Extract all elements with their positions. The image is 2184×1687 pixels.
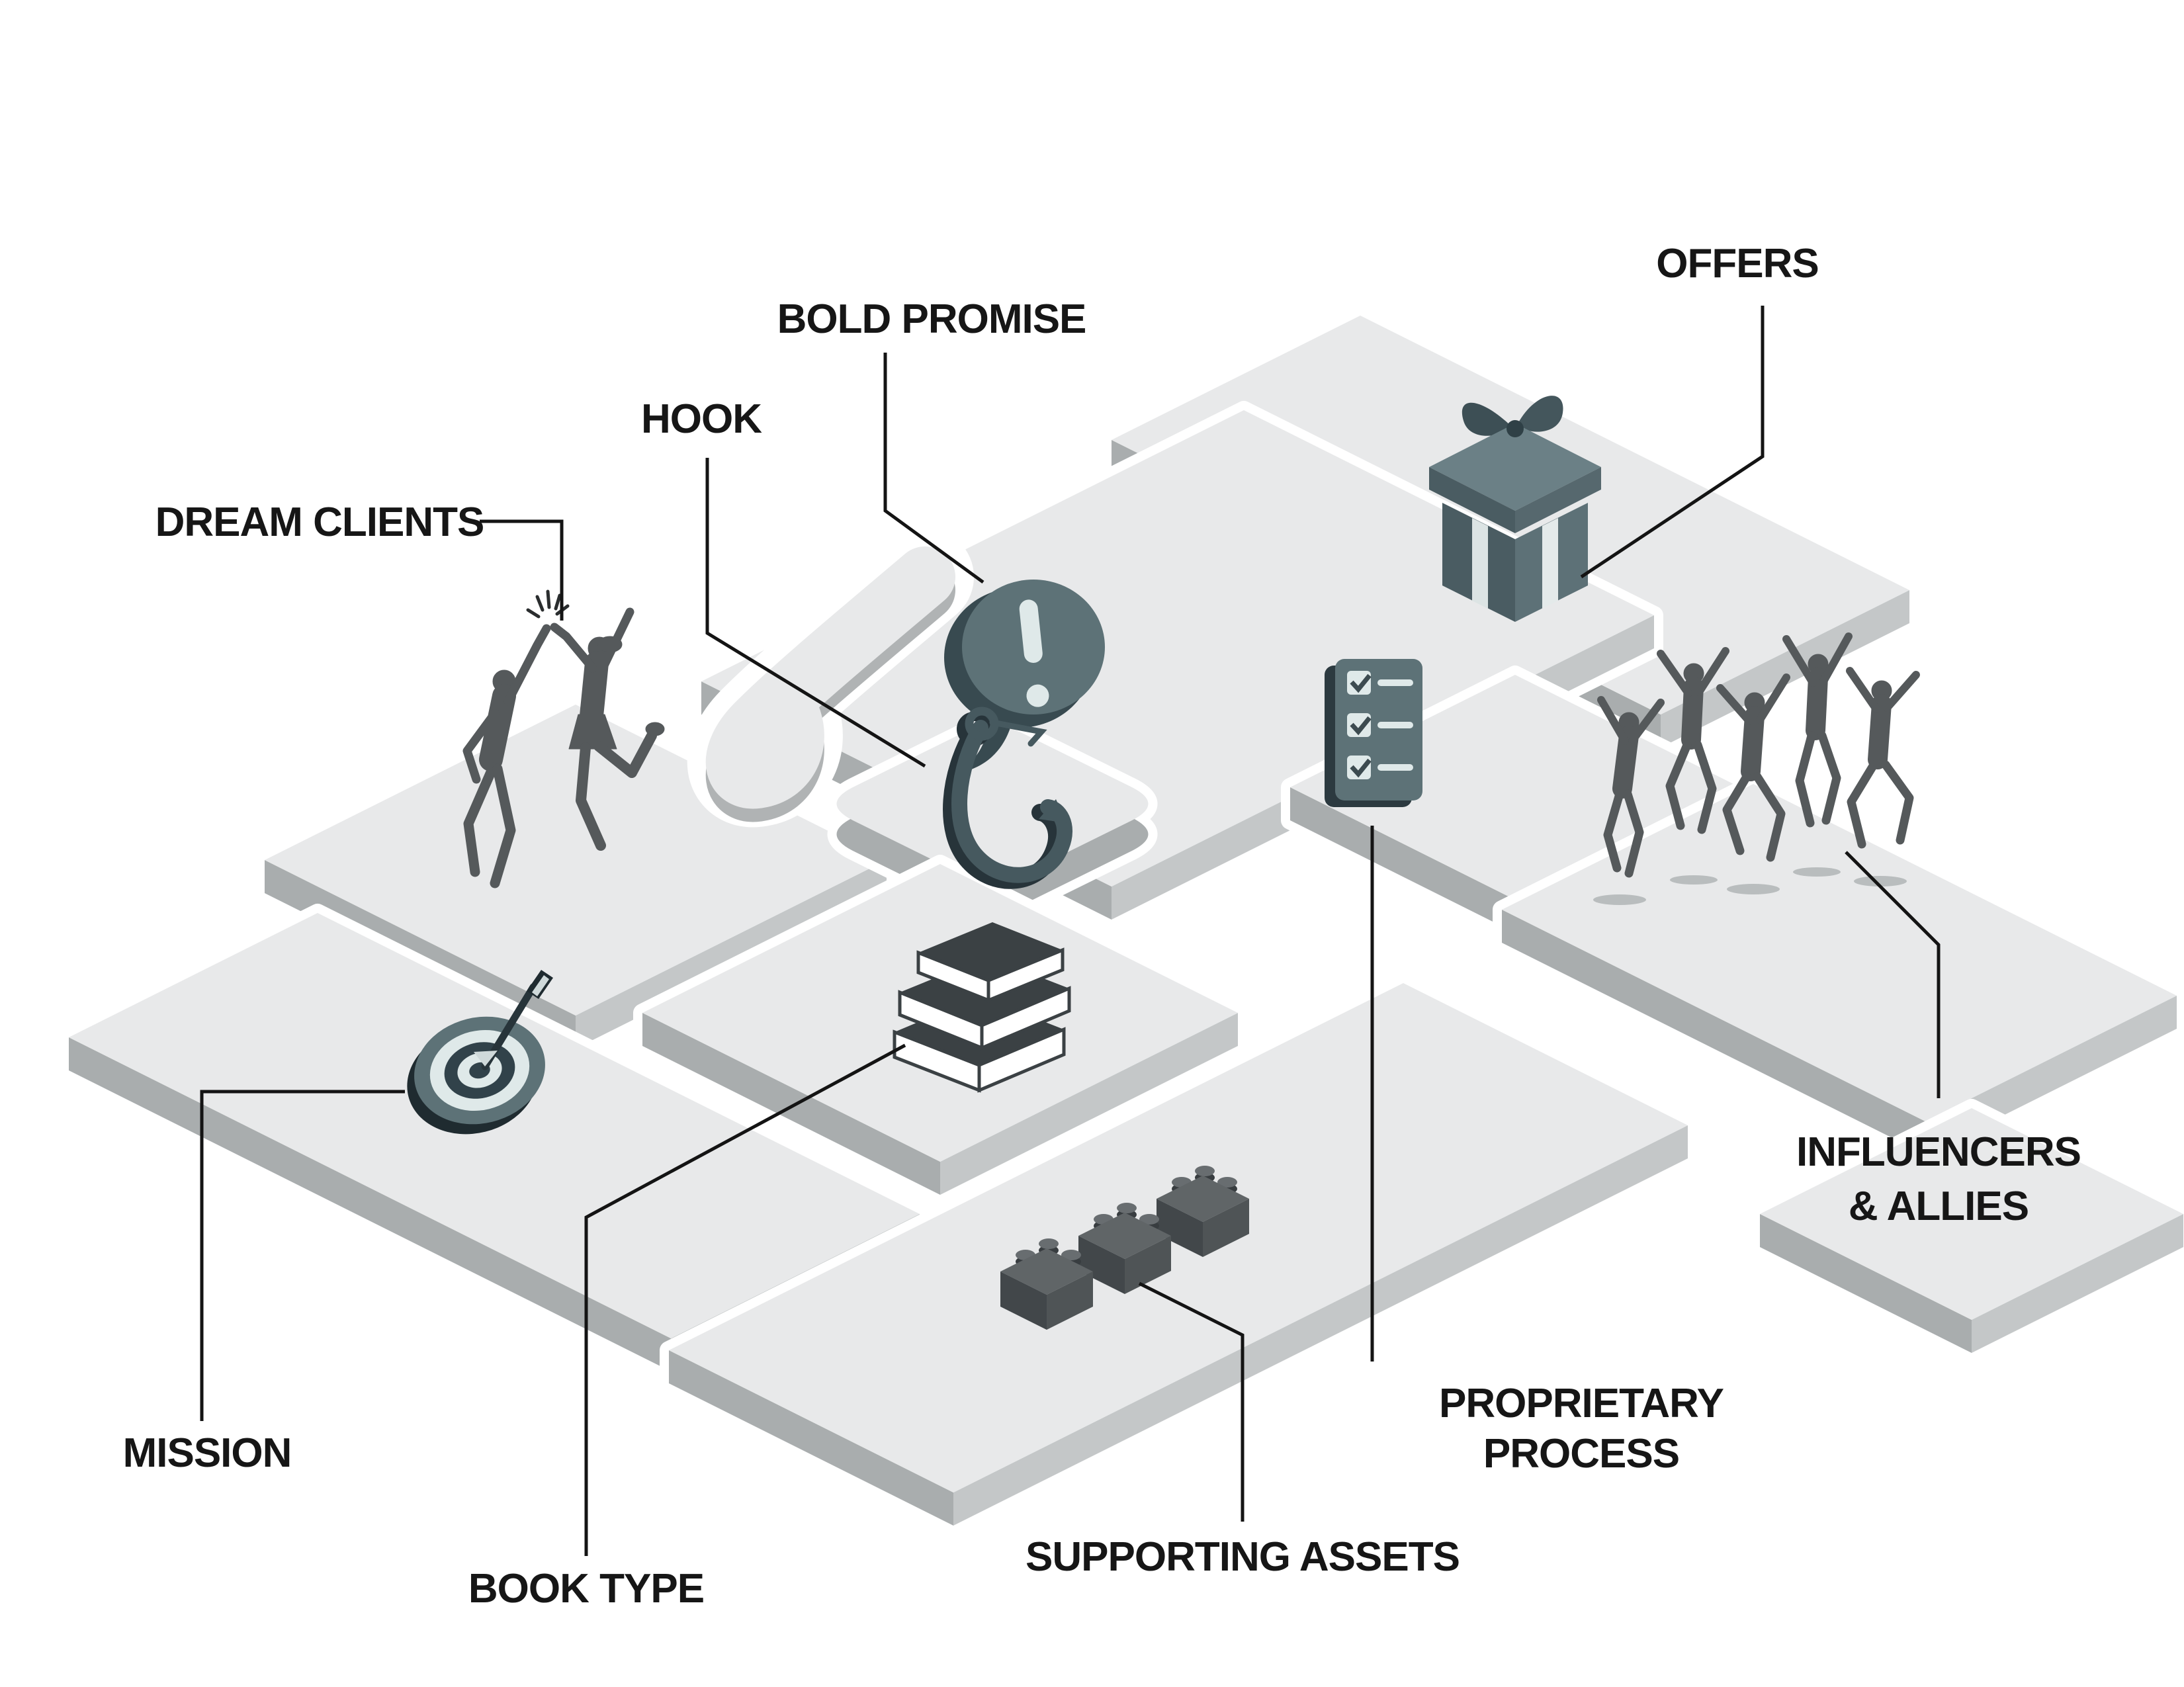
leader-supporting-assets: [1138, 1281, 1245, 1522]
label-influencers-line1: INFLUENCERS: [1796, 1129, 2081, 1175]
label-hook: HOOK: [641, 396, 762, 442]
label-proprietary-line1: PROPRIETARY: [1439, 1381, 1724, 1426]
hook-channel: [687, 528, 974, 828]
leader-mission: [200, 1090, 405, 1421]
labels: BOLD PROMISE OFFERS HOOK DREAM CLIENTS M…: [123, 241, 2081, 1612]
label-mission: MISSION: [123, 1430, 292, 1476]
label-influencers-line2: & ALLIES: [1849, 1184, 2029, 1229]
leader-dream-clients: [480, 519, 564, 621]
gift-box-icon: [1429, 396, 1601, 622]
fish-hook-icon: [943, 707, 1072, 889]
leader-hook: [705, 458, 926, 768]
checklist-icon: [1325, 659, 1422, 807]
crowd-figure: [1597, 696, 1665, 878]
jumping-crowd-icon: [1593, 632, 1920, 905]
label-bold-promise: BOLD PROMISE: [777, 296, 1086, 342]
leader-bold-promise: [883, 353, 984, 584]
tile-influencers: [1493, 775, 2184, 1164]
label-proprietary-line2: PROCESS: [1483, 1431, 1679, 1477]
target-dart-icon: [407, 970, 553, 1135]
lego-bricks-icon: [1000, 1166, 1249, 1330]
crowd-figure: [1782, 632, 1853, 828]
label-book-type: BOOK TYPE: [468, 1566, 704, 1612]
label-offers: OFFERS: [1656, 241, 1818, 286]
leader-influencers: [1845, 851, 1941, 1098]
label-supporting-assets: SUPPORTING ASSETS: [1026, 1534, 1460, 1580]
crowd-figure: [1657, 647, 1729, 834]
leader-lines: [200, 306, 1941, 1556]
leader-book-type: [584, 1043, 906, 1556]
tile-blank: [1751, 1099, 2184, 1362]
leader-offers: [1580, 306, 1765, 579]
crowd-figure: [1716, 673, 1790, 862]
crowd-figure: [1846, 667, 1920, 849]
book-stack-icon: [893, 922, 1071, 1093]
person-left: [462, 624, 551, 888]
person-right: [550, 607, 665, 851]
label-dream-clients: DREAM CLIENTS: [155, 499, 484, 545]
